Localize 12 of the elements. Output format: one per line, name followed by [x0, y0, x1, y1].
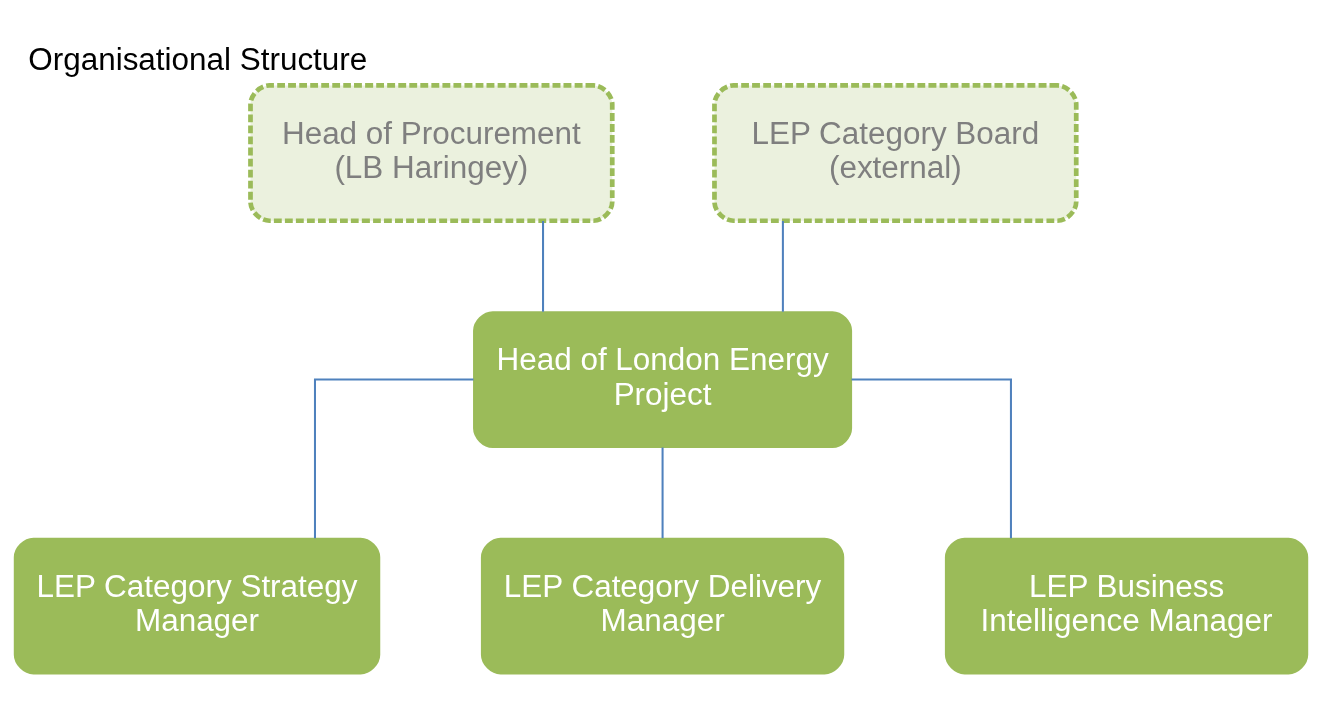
connector — [313, 378, 474, 538]
diagram-title: Organisational Structure — [28, 41, 368, 77]
connector — [542, 220, 545, 312]
connector — [661, 447, 664, 538]
node-box: LEP Category Delivery Manager — [480, 537, 845, 674]
node-box: LEP Category Strategy Manager — [13, 537, 381, 674]
node-box: LEP Business Intelligence Manager — [944, 537, 1309, 674]
node-box: Head of London Energy Project — [473, 310, 853, 448]
connector — [781, 220, 784, 312]
node-box: Head of Procurement (LB Haringey) — [248, 82, 615, 223]
node-box: LEP Category Board (external) — [712, 82, 1079, 223]
connector — [851, 378, 1012, 538]
